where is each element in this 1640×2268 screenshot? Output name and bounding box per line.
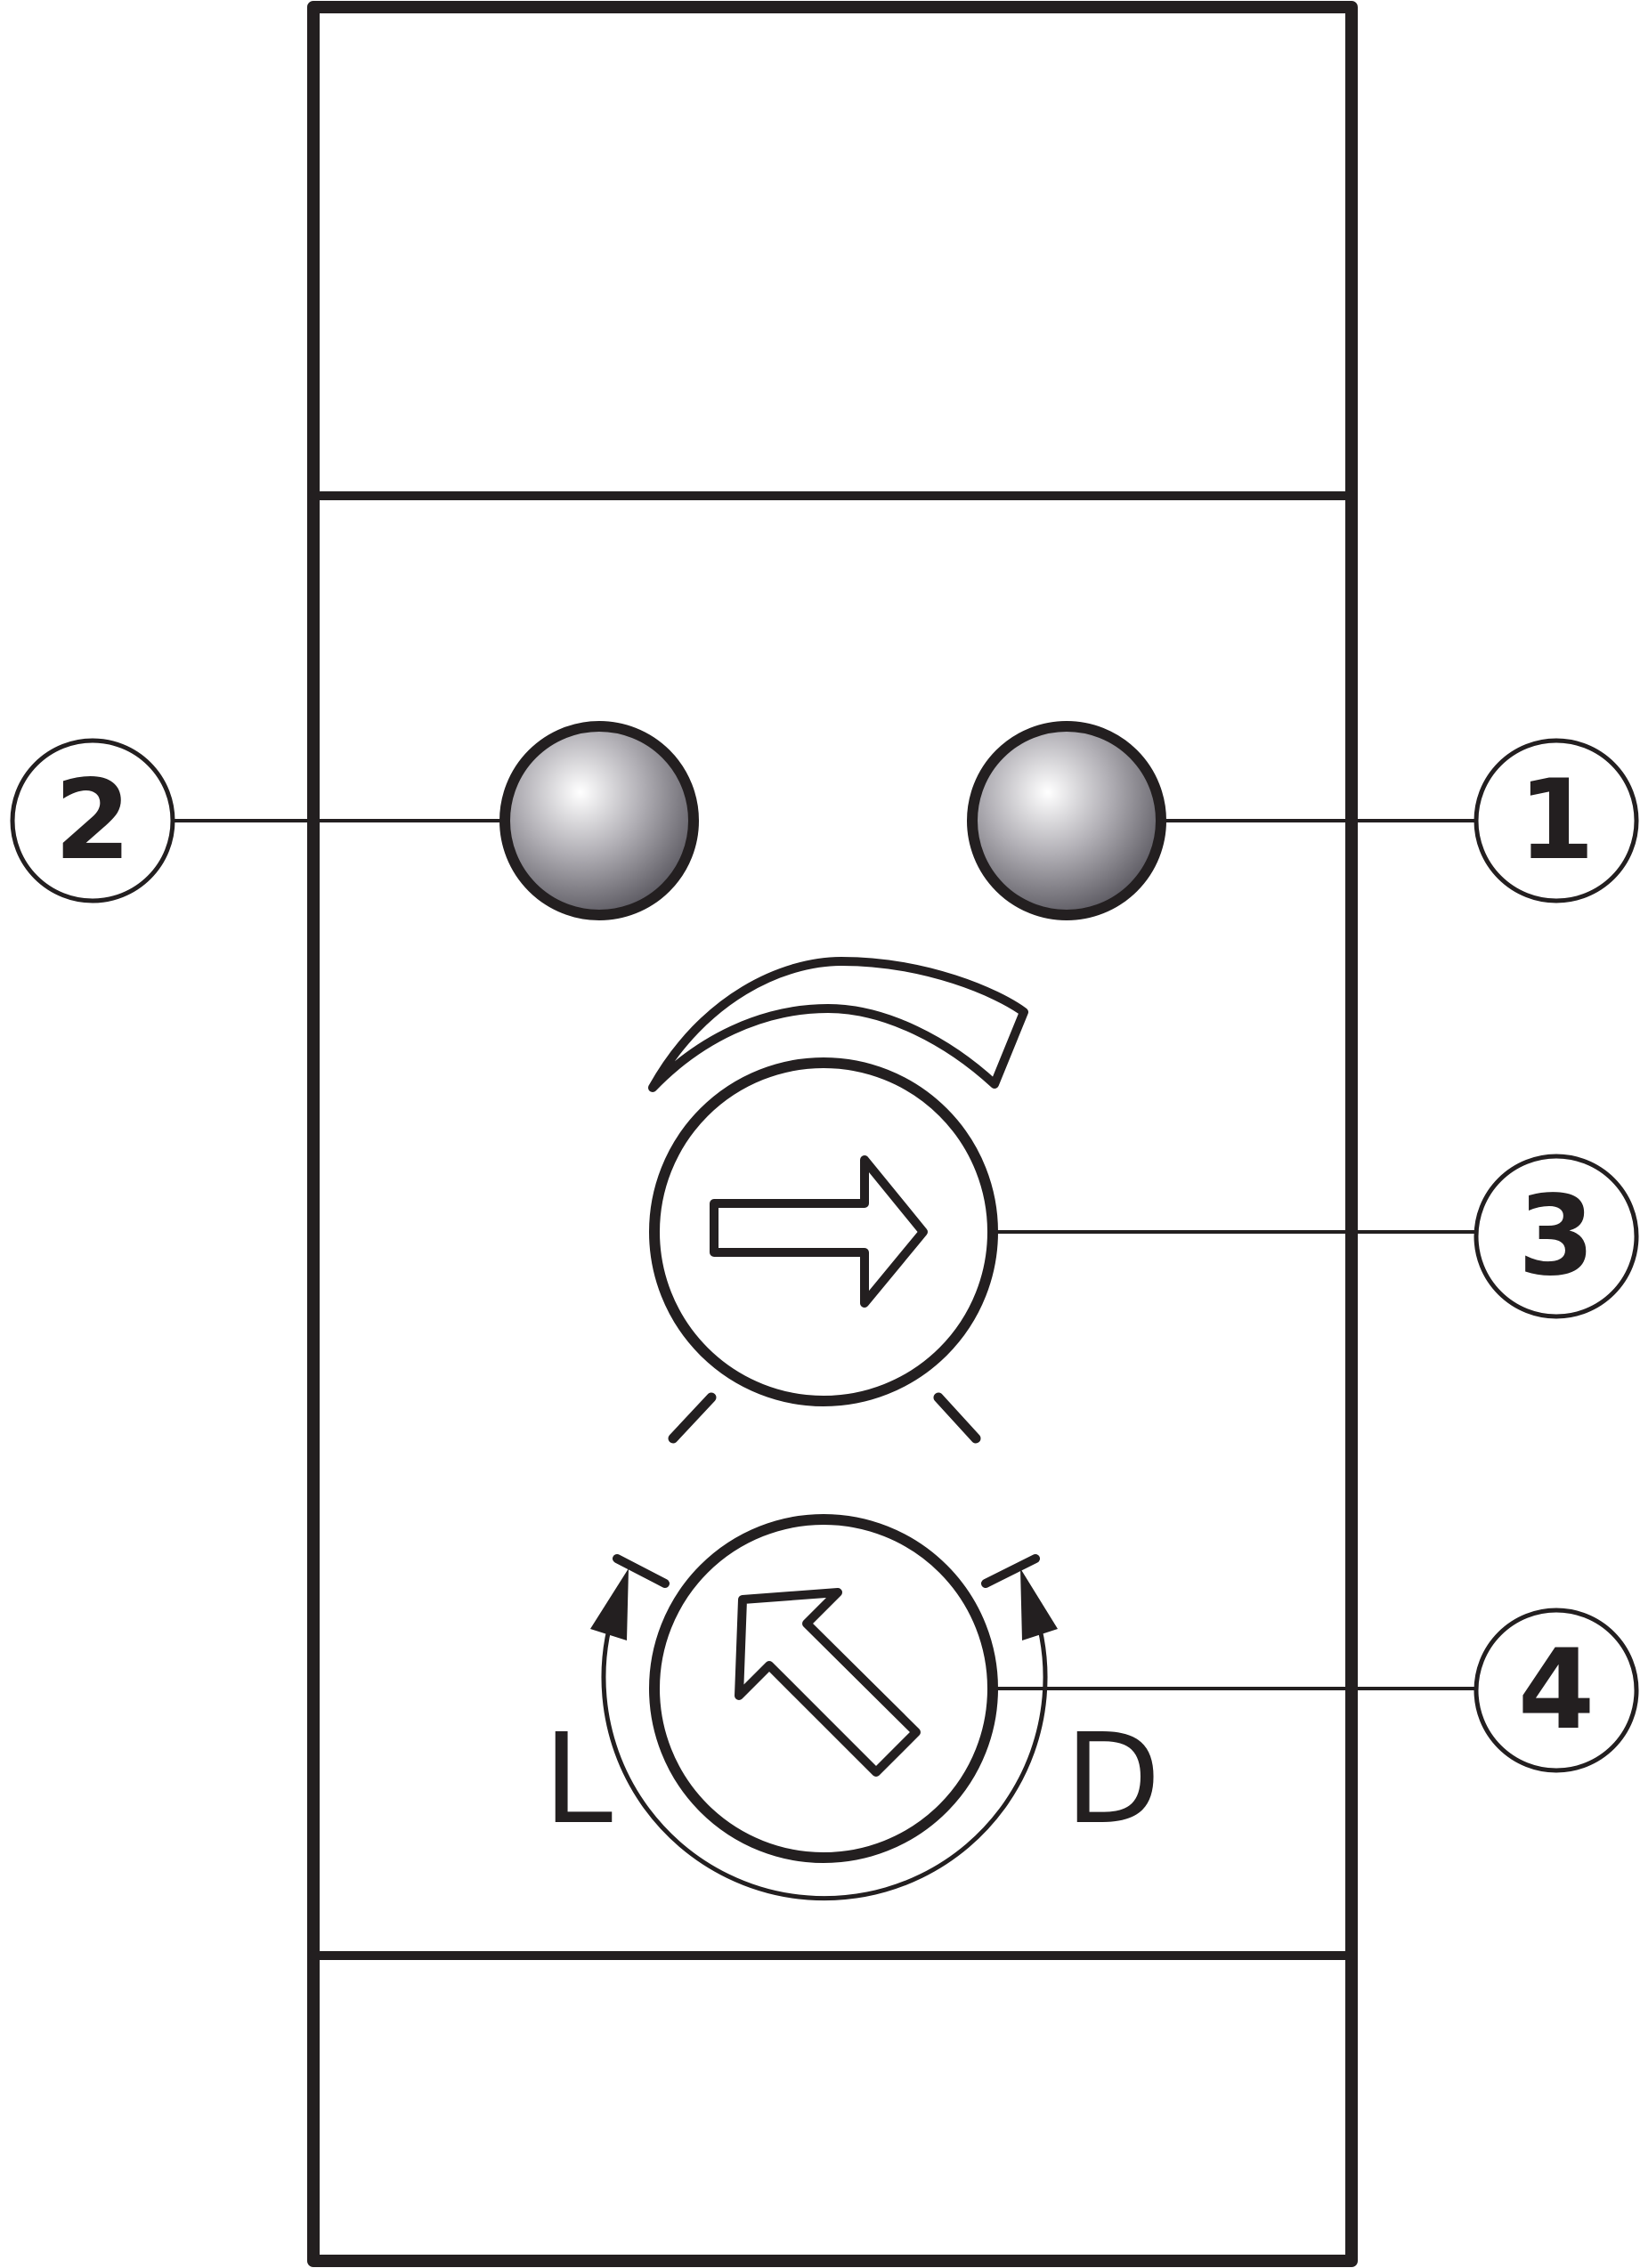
direction-label-left: L	[543, 1707, 613, 1852]
callout-2: 2	[10, 738, 175, 903]
callout-3: 3	[1474, 1154, 1639, 1319]
rotation-arrowhead-left-icon	[590, 1568, 629, 1640]
callout-circle	[1474, 1154, 1639, 1319]
rotation-arrowhead-right-icon	[1020, 1568, 1058, 1640]
led-indicator-icon	[967, 721, 1166, 920]
device-housing	[307, 1, 1358, 2267]
arrow-up-left-icon	[735, 1588, 921, 1777]
callout-circle	[1474, 1608, 1639, 1773]
rotary-dial-arrow-up-left-icon	[649, 1514, 998, 1863]
callout-number: 3	[1518, 1172, 1595, 1300]
rotation-range-arc-icon	[601, 1597, 1048, 1901]
direction-label-right: D	[1065, 1707, 1161, 1852]
callout-circle	[1474, 738, 1639, 903]
callout-1: 1	[1474, 738, 1639, 903]
rotation-limit-right	[981, 1554, 1040, 1588]
callouts: 2 1 3 4	[10, 738, 1639, 1773]
led-indicator-icon	[499, 721, 699, 920]
leader-lines	[173, 819, 1476, 1690]
callout-number: 2	[54, 757, 131, 885]
direction-labels: L D	[543, 1707, 1161, 1852]
housing-outline	[307, 1, 1358, 2267]
dial-rotation-arc-icon	[648, 957, 1028, 1092]
callout-number: 4	[1518, 1626, 1595, 1754]
callout-circle	[10, 738, 175, 903]
callout-number: 1	[1518, 757, 1595, 885]
rotation-limit-left	[613, 1554, 670, 1588]
dial-tick-left	[668, 1392, 717, 1444]
direction-dial	[590, 1514, 1058, 1901]
led-indicators	[499, 721, 1166, 920]
dial-tick-right	[933, 1392, 981, 1444]
callout-4: 4	[1474, 1608, 1639, 1773]
arrow-right-icon	[710, 1155, 928, 1308]
time-dial	[648, 957, 1028, 1444]
rotary-dial-arrow-right-icon	[649, 1057, 998, 1406]
